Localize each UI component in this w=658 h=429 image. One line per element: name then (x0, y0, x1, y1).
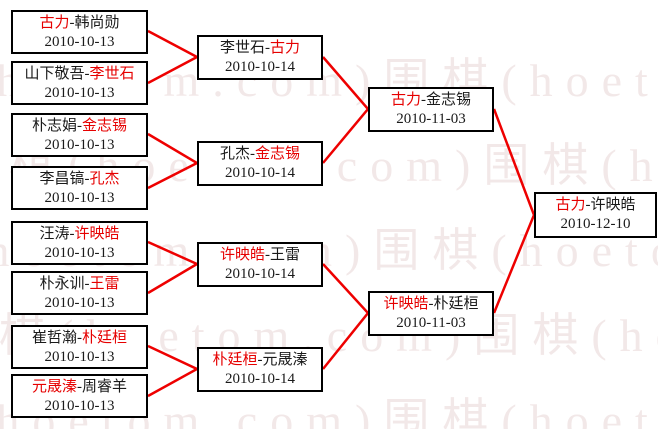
vs-dash: - (77, 379, 82, 395)
match-players: 朴志娟-金志锡 (13, 117, 146, 136)
player-name: 朴廷桓 (82, 330, 128, 346)
vs-dash: - (585, 197, 591, 213)
player-name: 许映皓 (590, 197, 636, 213)
player-name: 金志锡 (255, 146, 301, 162)
match-players: 汪涛-许映皓 (13, 225, 146, 244)
match-date: 2010-10-13 (44, 245, 115, 261)
vs-dash: - (265, 40, 270, 56)
match-players: 崔哲瀚-朴廷桓 (13, 329, 146, 348)
match-box: 朴廷桓-元晟溱 2010-10-14 (197, 347, 323, 392)
match-box: 古力-许映皓 2010-12-10 (534, 192, 657, 238)
match-players: 朴廷桓-元晟溱 (199, 351, 321, 370)
player-name: 王雷 (270, 247, 301, 263)
vs-dash: - (84, 276, 90, 292)
vs-dash: - (84, 171, 90, 187)
match-box: 古力-韩尚勋 2010-10-13 (11, 10, 148, 54)
vs-dash: - (69, 226, 75, 242)
player-name: 王雷 (89, 276, 120, 292)
player-name: 朴志娟 (31, 118, 77, 134)
match-date: 2010-12-10 (560, 216, 631, 232)
player-name: 李世石 (89, 66, 135, 82)
match-box: 元晟溱-周睿羊 2010-10-13 (11, 374, 148, 418)
match-date: 2010-11-03 (396, 315, 466, 331)
vs-dash: - (250, 146, 255, 162)
player-name: 孔杰 (219, 146, 250, 162)
player-name: 朴廷桓 (212, 352, 258, 368)
vs-dash: - (265, 247, 270, 263)
player-name: 古力 (270, 40, 301, 56)
connector-line (147, 132, 200, 190)
match-date: 2010-10-13 (44, 295, 115, 311)
player-name: 元晟溱 (262, 352, 308, 368)
match-box: 李世石-古力 2010-10-14 (197, 35, 323, 80)
player-name: 朴廷桓 (433, 296, 479, 312)
match-date: 2010-10-13 (44, 398, 115, 414)
match-players: 许映皓-朴廷桓 (370, 295, 492, 314)
match-players: 李世石-古力 (199, 39, 321, 58)
match-box: 李昌镐-孔杰 2010-10-13 (11, 166, 148, 210)
player-name: 李昌镐 (39, 171, 85, 187)
connector-line (322, 263, 370, 370)
player-name: 许映皓 (383, 296, 429, 312)
player-name: 韩尚勋 (74, 15, 120, 31)
match-date: 2010-10-14 (225, 266, 295, 282)
match-box: 许映皓-朴廷桓 2010-11-03 (368, 291, 494, 336)
player-name: 李世石 (219, 40, 265, 56)
match-players: 古力-金志锡 (370, 91, 492, 110)
player-name: 古力 (390, 92, 421, 108)
match-box: 古力-金志锡 2010-11-03 (368, 87, 494, 132)
match-players: 元晟溱-周睿羊 (13, 378, 146, 397)
player-name: 金志锡 (426, 92, 472, 108)
vs-dash: - (69, 15, 75, 31)
connector-line (147, 29, 200, 85)
match-date: 2010-10-13 (44, 85, 115, 101)
match-box: 孔杰-金志锡 2010-10-14 (197, 141, 323, 186)
vs-dash: - (77, 330, 82, 346)
player-name: 古力 (555, 197, 586, 213)
match-players: 朴永训-王雷 (13, 275, 146, 294)
match-date: 2010-10-14 (225, 371, 295, 387)
connector-line (147, 344, 200, 398)
match-players: 李昌镐-孔杰 (13, 170, 146, 189)
match-players: 山下敬吾-李世石 (13, 65, 146, 84)
match-box: 许映皓-王雷 2010-10-14 (197, 242, 323, 287)
match-box: 汪涛-许映皓 2010-10-13 (11, 221, 148, 265)
player-name: 金志锡 (82, 118, 128, 134)
player-name: 元晟溱 (31, 379, 77, 395)
match-box: 朴永训-王雷 2010-10-13 (11, 271, 148, 315)
match-players: 许映皓-王雷 (199, 246, 321, 265)
match-box: 山下敬吾-李世石 2010-10-13 (11, 61, 148, 105)
vs-dash: - (421, 92, 426, 108)
vs-dash: - (84, 66, 90, 82)
connector-line (322, 56, 370, 164)
player-name: 山下敬吾 (24, 66, 85, 82)
match-date: 2010-10-13 (44, 190, 115, 206)
match-box: 朴志娟-金志锡 2010-10-13 (11, 113, 148, 157)
match-box: 崔哲瀚-朴廷桓 2010-10-13 (11, 325, 148, 369)
match-players: 古力-许映皓 (536, 196, 655, 215)
vs-dash: - (428, 296, 434, 312)
match-date: 2010-11-03 (396, 111, 466, 127)
connector-line (147, 240, 200, 295)
match-date: 2010-10-13 (44, 137, 115, 153)
player-name: 朴永训 (39, 276, 85, 292)
match-date: 2010-10-14 (225, 59, 295, 75)
player-name: 许映皓 (219, 247, 265, 263)
player-name: 古力 (39, 15, 70, 31)
player-name: 汪涛 (39, 226, 70, 242)
player-name: 周睿羊 (82, 379, 128, 395)
match-date: 2010-10-13 (44, 349, 115, 365)
connector-line (492, 108, 536, 314)
player-name: 许映皓 (74, 226, 120, 242)
vs-dash: - (77, 118, 82, 134)
match-players: 古力-韩尚勋 (13, 14, 146, 33)
match-date: 2010-10-13 (44, 34, 115, 50)
match-date: 2010-10-14 (225, 165, 295, 181)
vs-dash: - (257, 352, 263, 368)
match-players: 孔杰-金志锡 (199, 145, 321, 164)
player-name: 崔哲瀚 (31, 330, 77, 346)
player-name: 孔杰 (89, 171, 120, 187)
